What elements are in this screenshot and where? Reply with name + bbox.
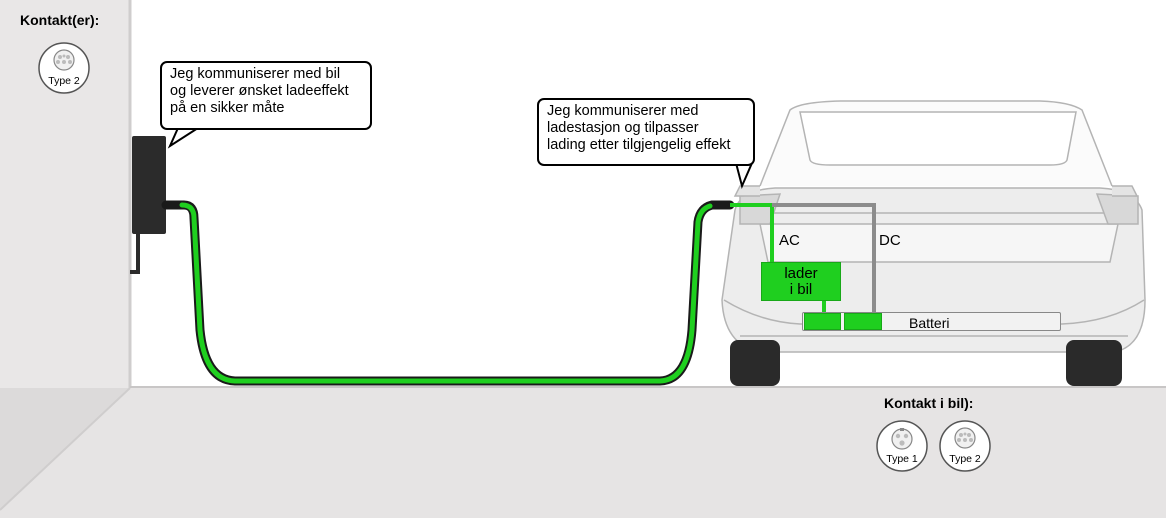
car-bubble-tail (734, 162, 754, 190)
car-connector-type1-label: Type 1 (886, 453, 918, 465)
station-connectors-heading: Kontakt(er): (20, 12, 100, 28)
ac-label: AC (779, 232, 800, 249)
dc-label: DC (879, 232, 901, 249)
station-bubble-line: og leverer ønsket ladeeffekt (170, 83, 349, 99)
charging-station (132, 136, 166, 234)
onboard-charger-line: i bil (789, 281, 813, 298)
station-bubble-line: på en sikker måte (170, 100, 285, 116)
charging-cable (179, 202, 713, 384)
dc-wire (772, 203, 876, 312)
battery-label: Batteri (909, 315, 950, 331)
battery-cell (804, 313, 841, 330)
type2-connector-icon (38, 42, 90, 94)
car-speech-bubble: Jeg kommuniserer med ladestasjon og tilp… (537, 98, 755, 166)
battery-cell (844, 313, 882, 330)
station-supply-cable (130, 234, 140, 274)
car-connector-type2: Type 2 (939, 420, 991, 472)
car-bubble-line: lading etter tilgjengelig effekt (547, 137, 731, 153)
station-speech-bubble: Jeg kommuniserer med bil og leverer ønsk… (160, 61, 372, 130)
charging-cable-outline (161, 200, 735, 386)
car-connector-type2-label: Type 2 (949, 453, 981, 465)
station-bubble-tail (167, 127, 202, 149)
type1-connector-icon (876, 420, 928, 472)
floor-edge (130, 386, 1166, 388)
type2-connector-icon (939, 420, 991, 472)
car-connectors-heading: Kontakt i bil): (884, 395, 974, 411)
car (721, 100, 1146, 386)
onboard-charger: lader i bil (761, 262, 841, 301)
car-bubble-line: ladestasjon og tilpasser (547, 120, 699, 136)
onboard-charger-line: lader (784, 265, 818, 282)
car-bubble-line: Jeg kommuniserer med (547, 103, 699, 119)
station-bubble-line: Jeg kommuniserer med bil (170, 66, 341, 82)
station-connector-type2: Type 2 (38, 42, 90, 94)
floor (0, 388, 1166, 518)
car-connector-type1: Type 1 (876, 420, 928, 472)
station-connector-label: Type 2 (48, 75, 80, 87)
